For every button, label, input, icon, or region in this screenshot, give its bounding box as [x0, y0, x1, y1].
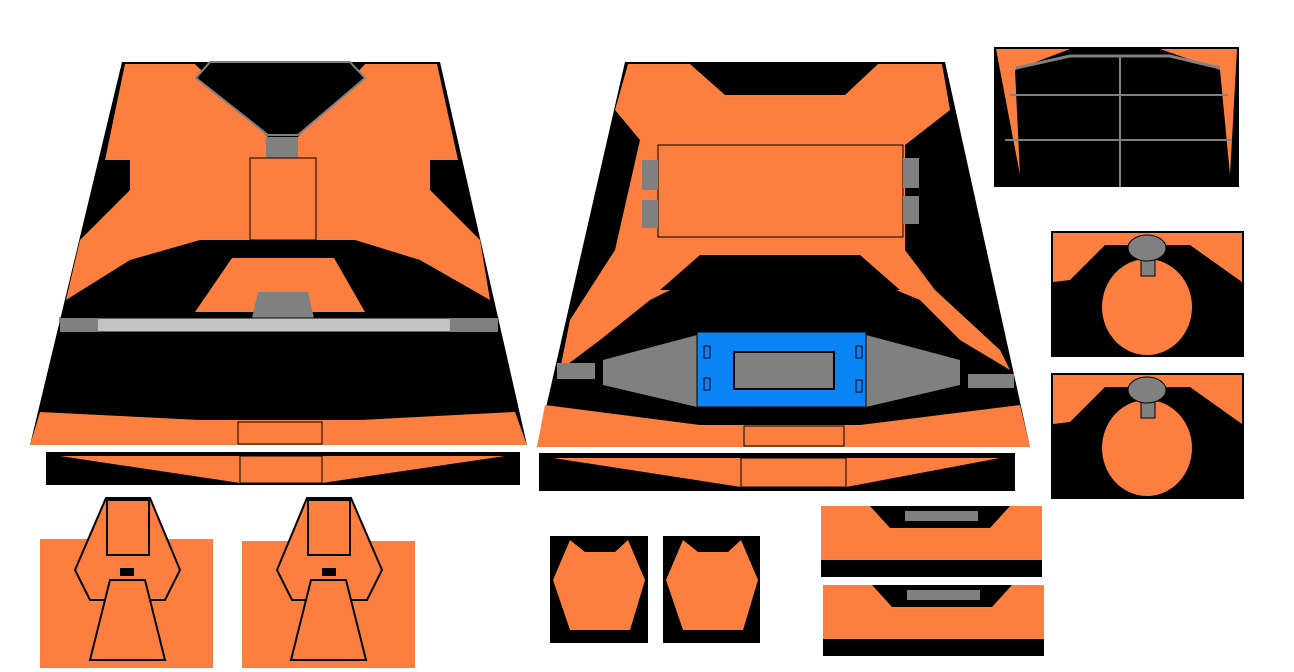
- arm-small-left: [550, 536, 648, 643]
- arm-small-right: [663, 536, 760, 643]
- torso-front: [30, 61, 527, 445]
- side-panel-upper: [821, 506, 1042, 577]
- torso-back: [537, 62, 1030, 447]
- shoulder-left: [1051, 231, 1244, 357]
- torso-back-bottom-strip: [539, 453, 1015, 491]
- side-panel-lower: [823, 585, 1044, 656]
- arm-right-front: [242, 497, 415, 668]
- torso-top: [994, 47, 1239, 187]
- torso-front-bottom-strip: [46, 452, 520, 485]
- arm-left-front: [40, 497, 213, 668]
- shoulder-right: [1051, 373, 1244, 499]
